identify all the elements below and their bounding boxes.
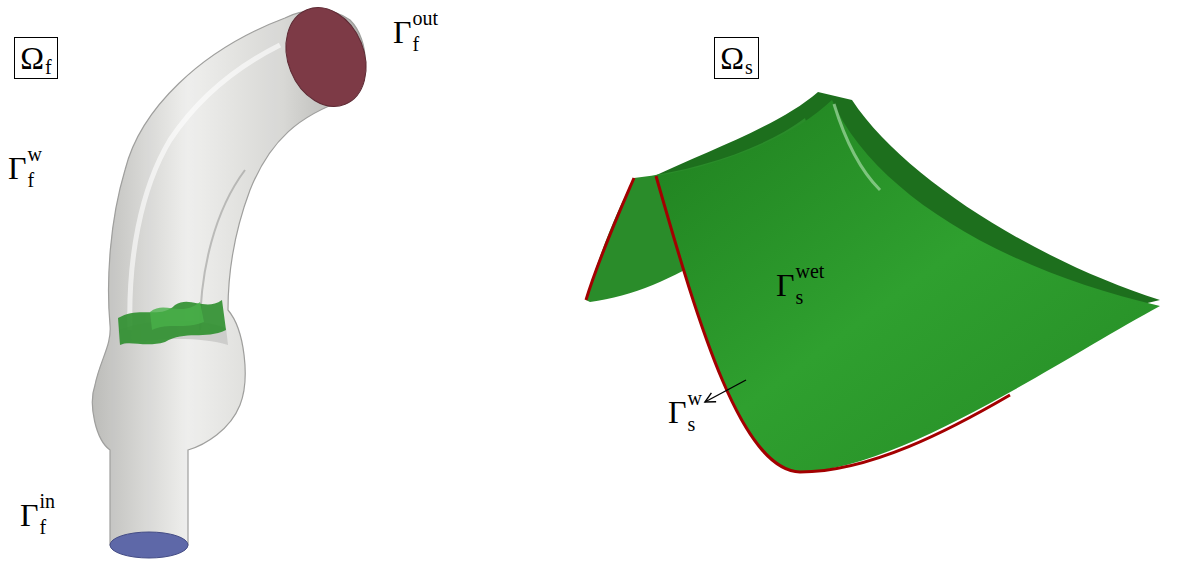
- boundary-label: Γsw: [668, 392, 702, 432]
- arrow-head: [705, 393, 716, 402]
- domain-symbol: Ωs: [720, 42, 753, 74]
- domain-label-box: Ωf: [14, 37, 58, 79]
- domain-label-box: Ωs: [714, 37, 759, 79]
- boundary-label: Γswet: [776, 265, 824, 305]
- solid-domain: [586, 92, 1160, 472]
- boundary-label: Γfout: [393, 12, 438, 52]
- leader-line: [705, 380, 746, 402]
- boundary-label: Γfw: [8, 148, 42, 188]
- leader-arrow: [705, 380, 746, 402]
- fluid-domain: [92, 0, 380, 558]
- domain-symbol: Ωf: [20, 42, 51, 74]
- boundary-label: Γfin: [20, 495, 55, 535]
